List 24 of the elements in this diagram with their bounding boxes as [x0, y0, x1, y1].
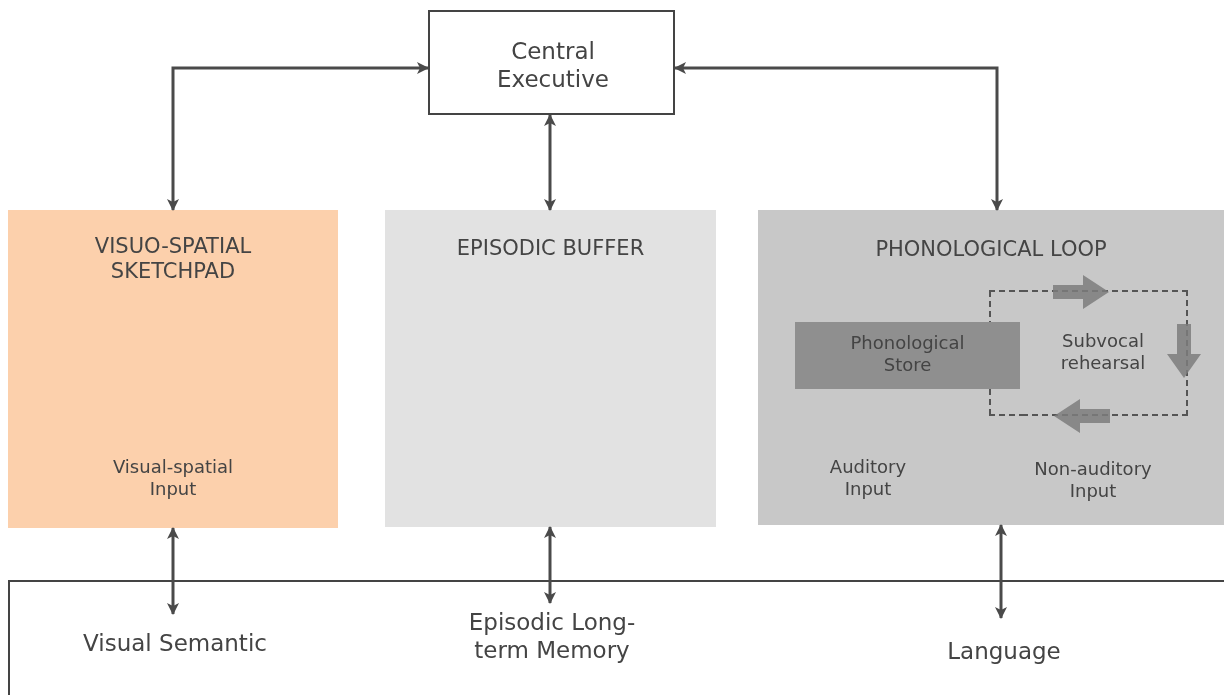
component-panel	[758, 210, 1224, 525]
panel-heading: PHONOLOGICAL LOOP	[874, 237, 1108, 263]
component-panel	[8, 210, 338, 528]
memory-panel	[8, 580, 1224, 695]
node-label: Language	[946, 638, 1062, 666]
arrow	[674, 62, 1003, 211]
arrow	[167, 527, 179, 615]
store-box	[795, 322, 1020, 389]
node-label: Visual-spatial Input	[111, 456, 235, 500]
panel-heading: VISUO-SPATIAL SKETCHPAD	[93, 234, 253, 285]
node-label: Central Executive	[496, 38, 610, 94]
node-label: Non-auditory Input	[1033, 458, 1153, 502]
arrow	[544, 526, 556, 604]
node-label: Episodic Long-term Memory	[467, 609, 637, 665]
component-panel	[385, 210, 716, 527]
arrow	[995, 524, 1007, 619]
node-label: EPISODIC BUFFER	[455, 236, 646, 262]
node-label: Visual Semantic	[82, 630, 268, 658]
node-label: Phonological Store	[849, 332, 966, 376]
node-label: Subvocal rehearsal	[1059, 330, 1147, 374]
arrow	[167, 62, 429, 211]
process-box	[428, 10, 675, 115]
node-label: Auditory Input	[828, 456, 908, 500]
arrow	[544, 114, 556, 211]
